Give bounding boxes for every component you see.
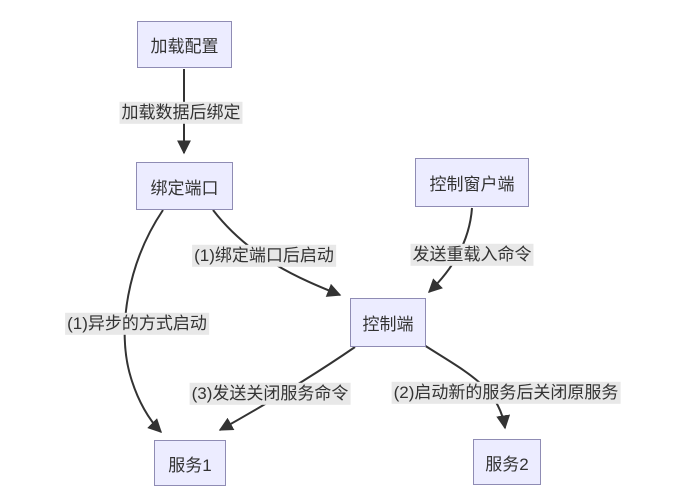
node-control-window-client: 控制窗户端 — [415, 158, 529, 207]
node-load-config-label: 加载配置 — [150, 37, 219, 56]
edge-label-start-new-close-old: (2)启动新的服务后关闭原服务 — [391, 381, 621, 405]
node-load-config: 加载配置 — [137, 21, 232, 68]
node-service-2: 服务2 — [473, 439, 541, 485]
edge-label-load-data-then-bind: 加载数据后绑定 — [119, 101, 243, 125]
edge-bind-port-to-service-1 — [123, 209, 164, 433]
edge-label-send-close-service-command: (3)发送关闭服务命令 — [189, 382, 351, 406]
edge-control-terminal-to-service-2 — [423, 344, 511, 430]
node-bind-port: 绑定端口 — [136, 162, 233, 210]
node-service-1-label: 服务1 — [168, 455, 212, 475]
edge-label-send-reload-command: 发送重载入命令 — [410, 243, 534, 267]
edge-label-start-after-bind-port: (1)绑定端口后启动 — [192, 244, 336, 268]
node-service-1: 服务1 — [154, 440, 226, 486]
node-bind-port-label: 绑定端口 — [150, 178, 219, 198]
node-control-terminal: 控制端 — [350, 298, 426, 347]
node-control-terminal-label: 控制端 — [362, 315, 414, 334]
edge-label-start-async: (1)异步的方式启动 — [65, 312, 209, 336]
node-control-window-client-label: 控制窗户端 — [429, 175, 515, 194]
node-service-2-label: 服务2 — [485, 454, 529, 474]
